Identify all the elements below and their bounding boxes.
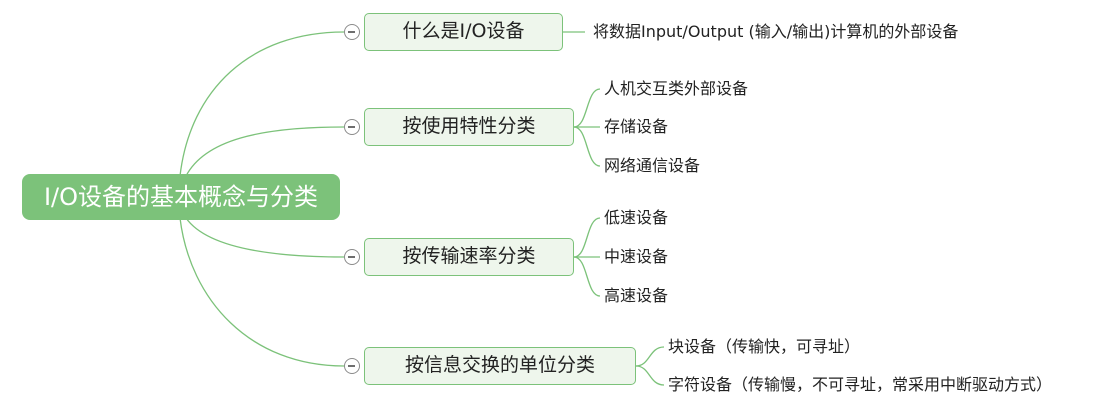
connector-branch-4-leaf-2: [635, 365, 665, 386]
branch-topic-by-rate[interactable]: 按传输速率分类: [364, 238, 574, 276]
collapse-minus-icon[interactable]: [344, 119, 360, 135]
collapse-minus-icon[interactable]: [344, 358, 360, 374]
leaf-topic-char-device[interactable]: 字符设备（传输慢，不可寻址，常采用中断驱动方式）: [668, 375, 1053, 394]
leaf-topic-storage[interactable]: 存储设备: [604, 117, 669, 136]
leaf-topic-low-speed[interactable]: 低速设备: [604, 208, 669, 227]
collapse-minus-icon[interactable]: [344, 249, 360, 265]
connector-branch-3-leaf-1: [573, 217, 601, 258]
connector-branch-4-leaf-1: [635, 346, 665, 367]
collapse-minus-icon[interactable]: [344, 24, 360, 40]
leaf-topic-block-device[interactable]: 块设备（传输快，可寻址）: [668, 337, 861, 356]
root-topic[interactable]: I/O设备的基本概念与分类: [22, 174, 340, 220]
leaf-topic-mid-speed[interactable]: 中速设备: [604, 247, 669, 266]
connector-root-branch-3: [185, 217, 345, 258]
connector-branch-3-leaf-3: [573, 256, 601, 297]
connector-root-branch-2: [185, 126, 345, 177]
leaf-topic-human-interaction[interactable]: 人机交互类外部设备: [604, 79, 749, 98]
branch-topic-what-is-io[interactable]: 什么是I/O设备: [364, 13, 563, 51]
leaf-topic-network[interactable]: 网络通信设备: [604, 156, 701, 175]
leaf-topic-high-speed[interactable]: 高速设备: [604, 286, 669, 305]
connector-root-branch-4: [179, 217, 345, 367]
connector-root-branch-1: [179, 31, 345, 177]
connector-branch-2-leaf-3: [573, 126, 601, 167]
connector-branch-2-leaf-1: [573, 88, 601, 128]
leaf-topic-definition[interactable]: 将数据Input/Output (输入/输出)计算机的外部设备: [593, 22, 959, 41]
branch-topic-by-usage[interactable]: 按使用特性分类: [364, 108, 574, 146]
branch-topic-by-unit[interactable]: 按信息交换的单位分类: [364, 347, 636, 385]
